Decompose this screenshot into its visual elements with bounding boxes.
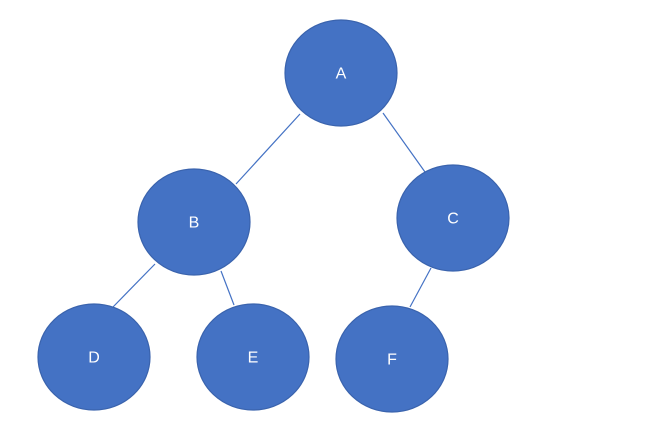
- edge-a-c: [382, 112, 426, 173]
- edge-b-d: [112, 263, 156, 308]
- edge-c-f: [409, 267, 432, 308]
- node-e[interactable]: E: [196, 303, 310, 411]
- node-d-label: D: [88, 350, 100, 367]
- node-a-shape: [284, 19, 398, 127]
- node-f-label: F: [387, 352, 397, 369]
- node-d[interactable]: D: [37, 303, 151, 411]
- node-a-label: A: [336, 66, 347, 83]
- edge-a-b: [235, 113, 301, 185]
- node-c-shape: [396, 164, 510, 272]
- node-f-shape: [335, 305, 449, 413]
- node-c[interactable]: C: [396, 164, 510, 272]
- node-e-label: E: [248, 350, 259, 367]
- node-d-shape: [37, 303, 151, 411]
- node-c-label: C: [447, 211, 459, 228]
- edges: [112, 112, 432, 308]
- node-b-label: B: [189, 215, 200, 232]
- node-b[interactable]: B: [137, 168, 251, 276]
- node-b-shape: [137, 168, 251, 276]
- node-e-shape: [196, 303, 310, 411]
- edge-b-e: [220, 270, 235, 306]
- node-a[interactable]: A: [284, 19, 398, 127]
- node-f[interactable]: F: [335, 305, 449, 413]
